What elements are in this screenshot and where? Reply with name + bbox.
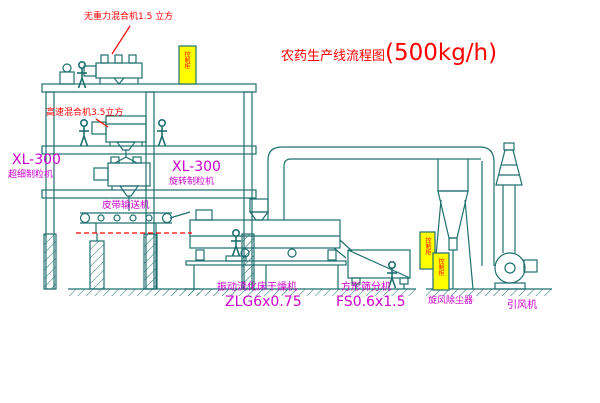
label-high-speed-mixer: 高速混合机3.5立方 — [46, 108, 124, 118]
red-annotations — [76, 25, 192, 234]
label-granulator-mid-model: XL-300 — [172, 159, 221, 175]
label-fan: 引风机 — [507, 300, 537, 311]
worker-figure — [230, 229, 242, 257]
label-granulator-left-model: XL-300 — [12, 152, 61, 168]
label-granulator-mid-name: 旋转制粒机 — [169, 177, 215, 187]
conveyor-pier — [89, 233, 158, 290]
label-cyclone: 旋风除尘器 — [428, 296, 474, 306]
label-belt-conveyor: 皮带输送机 — [102, 200, 150, 211]
rotary-granulator — [93, 156, 151, 211]
induced-draft-fan — [494, 252, 538, 290]
ground-hatch — [68, 288, 552, 296]
feed-hopper — [248, 198, 270, 221]
label-control-cabinet-3: 控制柜 — [437, 258, 444, 276]
exhaust-stack — [495, 142, 523, 253]
exhaust-duct — [267, 146, 495, 266]
label-dryer-name: 振动流化床干燥机 — [217, 282, 297, 293]
label-gravity-mixer: 无重力混合机1.5 立方 — [84, 12, 174, 22]
label-control-cabinet-1: 控制柜 — [183, 51, 190, 69]
label-dryer-model: ZLG6x0.75 — [225, 294, 302, 310]
worker-figure — [156, 119, 168, 147]
control-cabinet — [432, 252, 450, 291]
label-granulator-left-name: 超细制粒机 — [8, 170, 54, 180]
control-cabinet — [178, 45, 197, 85]
label-control-cabinet-2: 控制柜 — [424, 237, 431, 255]
square-sieve — [347, 249, 411, 289]
gravity-mixer — [59, 54, 143, 85]
label-sieve-name: 方形筛分机 — [341, 282, 391, 293]
diagram-title: 农药生产线流程图(500kg/h) — [281, 40, 497, 66]
label-sieve-model: FS0.6x1.5 — [336, 294, 406, 310]
belt-conveyor — [79, 211, 191, 233]
title-text: 农药生产线流程图 — [281, 49, 386, 64]
worker-figure — [78, 119, 90, 147]
high-speed-mixer — [91, 115, 147, 164]
fluid-bed-dryer — [185, 209, 353, 289]
title-capacity: (500kg/h) — [385, 40, 498, 66]
control-cabinet — [419, 231, 436, 270]
